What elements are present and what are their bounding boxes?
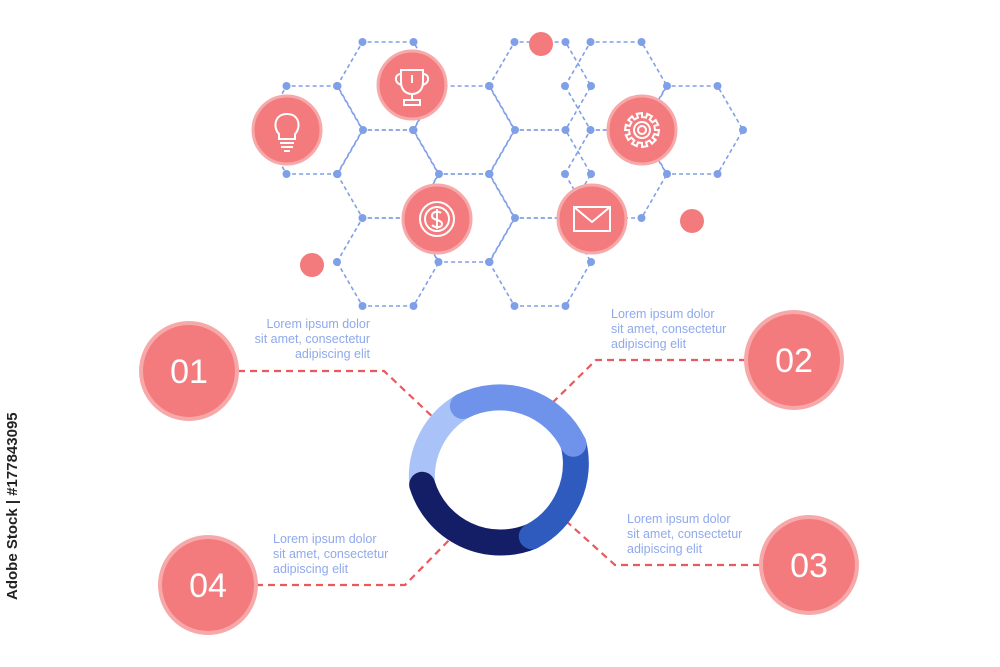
network-node: [561, 82, 569, 90]
network-node: [485, 82, 493, 90]
network-node: [561, 126, 570, 134]
description-line: sit amet, consectetur: [611, 322, 727, 336]
connector-03: [555, 511, 760, 567]
description-line: adipiscing elit: [273, 562, 349, 576]
decorative-dot: [300, 253, 324, 277]
decorative-dot: [529, 32, 553, 56]
stock-watermark-label: Adobe Stock | #177843095: [4, 412, 21, 600]
step-number: 03: [790, 547, 828, 585]
description-line: adipiscing elit: [294, 347, 370, 361]
step-number: 02: [775, 342, 813, 380]
description-line: Lorem ipsum dolor: [273, 532, 377, 546]
network-node: [409, 302, 418, 310]
network-node: [587, 170, 595, 178]
description-line: adipiscing elit: [627, 542, 703, 556]
network-node: [358, 302, 367, 310]
description-line: sit amet, consectetur: [627, 527, 743, 541]
gear-icon: [623, 111, 661, 149]
network-node: [485, 170, 493, 178]
network-node: [663, 170, 671, 178]
decorative-dot: [680, 209, 704, 233]
step-badge-02: 02: [744, 310, 844, 410]
network-node: [587, 258, 595, 266]
description-line: Lorem ipsum dolor: [611, 307, 715, 321]
connector-02: [542, 358, 746, 413]
lightbulb-badge: [251, 94, 323, 166]
network-node: [485, 258, 493, 266]
network-node: [587, 82, 595, 90]
network-node: [435, 170, 443, 178]
step-04-description: Lorem ipsum dolor sit amet, consectetur …: [273, 532, 423, 577]
ring-segment-navy: [409, 471, 545, 556]
step-badge-04: 04: [158, 535, 258, 635]
lightbulb-icon: [274, 112, 300, 152]
network-node: [409, 38, 418, 46]
network-node: [333, 170, 341, 178]
network-node: [561, 302, 570, 310]
network-node: [282, 82, 291, 90]
description-line: Lorem ipsum dolor: [266, 317, 370, 331]
network-node: [561, 38, 570, 46]
network-node: [586, 126, 595, 134]
step-number: 04: [189, 567, 227, 605]
network-node: [586, 38, 595, 46]
network-node: [358, 214, 367, 222]
description-line: sit amet, consectetur: [273, 547, 389, 561]
envelope-icon: [573, 206, 611, 232]
network-node: [510, 38, 519, 46]
dollar-coin-badge: [401, 183, 473, 255]
ring-segment-mid: [449, 384, 587, 457]
network-node: [637, 214, 646, 222]
description-line: Lorem ipsum dolor: [627, 512, 731, 526]
network-node: [713, 170, 722, 178]
network-node: [282, 170, 291, 178]
network-node: [637, 38, 646, 46]
description-line: adipiscing elit: [611, 337, 687, 351]
step-03-description: Lorem ipsum dolor sit amet, consectetur …: [627, 512, 777, 557]
connector-04: [256, 530, 459, 587]
hexagon-network-nodes: [257, 38, 747, 310]
network-node: [713, 82, 722, 90]
network-node: [359, 126, 367, 134]
dollar-coin-icon: [419, 201, 455, 237]
network-node: [510, 302, 519, 310]
donut-ring: [408, 384, 589, 556]
network-node: [561, 170, 569, 178]
envelope-badge: [556, 183, 628, 255]
network-node: [434, 258, 443, 266]
network-node: [739, 126, 747, 134]
step-01-description: Lorem ipsum dolor sit amet, consectetur …: [220, 317, 370, 362]
network-node: [333, 258, 341, 266]
trophy-badge: [376, 49, 448, 121]
step-badge-01: 01: [139, 321, 239, 421]
step-badge-03: 03: [759, 515, 859, 615]
connector-01: [238, 369, 437, 421]
network-node: [358, 38, 367, 46]
network-node: [511, 126, 519, 134]
ring-segment-dark: [518, 430, 589, 550]
network-node: [663, 82, 671, 90]
network-node: [409, 126, 417, 134]
trophy-icon: [394, 69, 430, 106]
connector-lines: [238, 358, 760, 587]
ring-segment-light: [408, 393, 476, 498]
description-line: sit amet, consectetur: [254, 332, 370, 346]
gear-badge: [606, 94, 678, 166]
step-02-description: Lorem ipsum dolor sit amet, consectetur …: [611, 307, 761, 352]
step-number: 01: [170, 353, 208, 391]
network-node: [511, 214, 519, 222]
network-node: [333, 82, 341, 90]
